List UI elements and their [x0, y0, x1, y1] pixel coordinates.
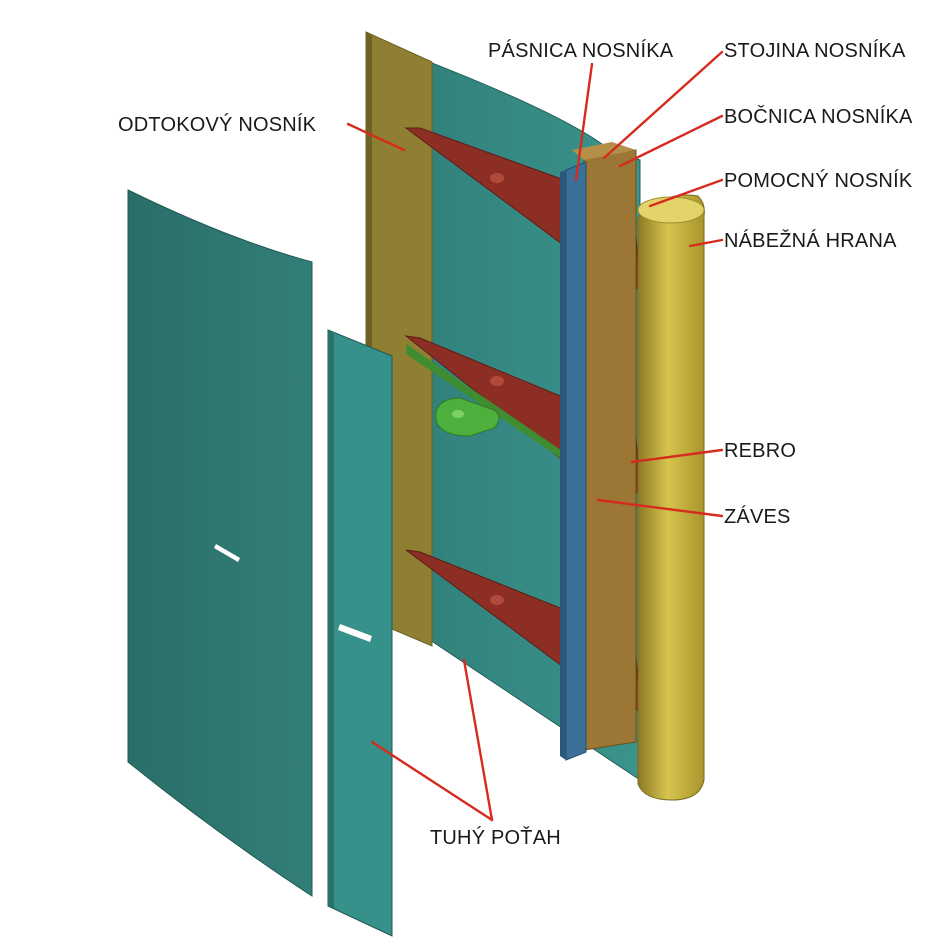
- leader-tuhy-a: [370, 740, 494, 822]
- rib-bolt: [490, 376, 504, 386]
- label-rebro: REBRO: [724, 440, 796, 462]
- label-nabezna-hrana: NÁBEŽNÁ HRANA: [724, 229, 897, 252]
- skin-panel-right-edge: [328, 330, 334, 908]
- leader-stojina: [602, 50, 724, 160]
- leader-lines: [346, 50, 724, 822]
- leading-edge-top: [637, 196, 705, 224]
- leader-nabezna: [688, 238, 724, 248]
- leader-rebro: [630, 448, 724, 464]
- hinge-rod: [406, 344, 590, 478]
- leader-pasnica: [574, 62, 594, 182]
- label-zaves: ZÁVES: [724, 505, 791, 528]
- rib-bolt: [490, 595, 504, 605]
- spar-top: [572, 142, 636, 160]
- label-odtokovy-nosnik: ODTOKOVÝ NOSNÍK: [118, 113, 317, 136]
- leader-odtokovy: [346, 122, 406, 152]
- label-bocnica-nosnika: BOČNICA NOSNÍKA: [724, 105, 913, 128]
- spar-flange-blue: [565, 161, 587, 761]
- spar-flange-edge: [560, 170, 566, 760]
- leading-edge: [637, 194, 705, 801]
- skin-panel-left: [127, 189, 313, 897]
- spar-side-plate: [583, 149, 637, 751]
- hinge-left: [435, 397, 500, 437]
- skin-panel-right-slot: [338, 624, 372, 642]
- leader-bocnica: [618, 114, 724, 168]
- hinge-bolt: [452, 410, 464, 418]
- label-pomocny-nosnik: POMOCNÝ NOSNÍK: [724, 169, 913, 192]
- leader-pomocny: [648, 178, 724, 208]
- rib-bolt: [490, 173, 504, 183]
- label-stojina-nosnika: STOJINA NOSNÍKA: [724, 39, 906, 62]
- leader-zaves: [596, 498, 724, 518]
- leader-tuhy-b: [462, 658, 494, 822]
- label-tuhy-potah: TUHÝ POŤAH: [430, 826, 561, 849]
- label-pasnica-nosnika: PÁSNICA NOSNÍKA: [488, 39, 674, 62]
- skin-panel-left-slot: [214, 544, 240, 562]
